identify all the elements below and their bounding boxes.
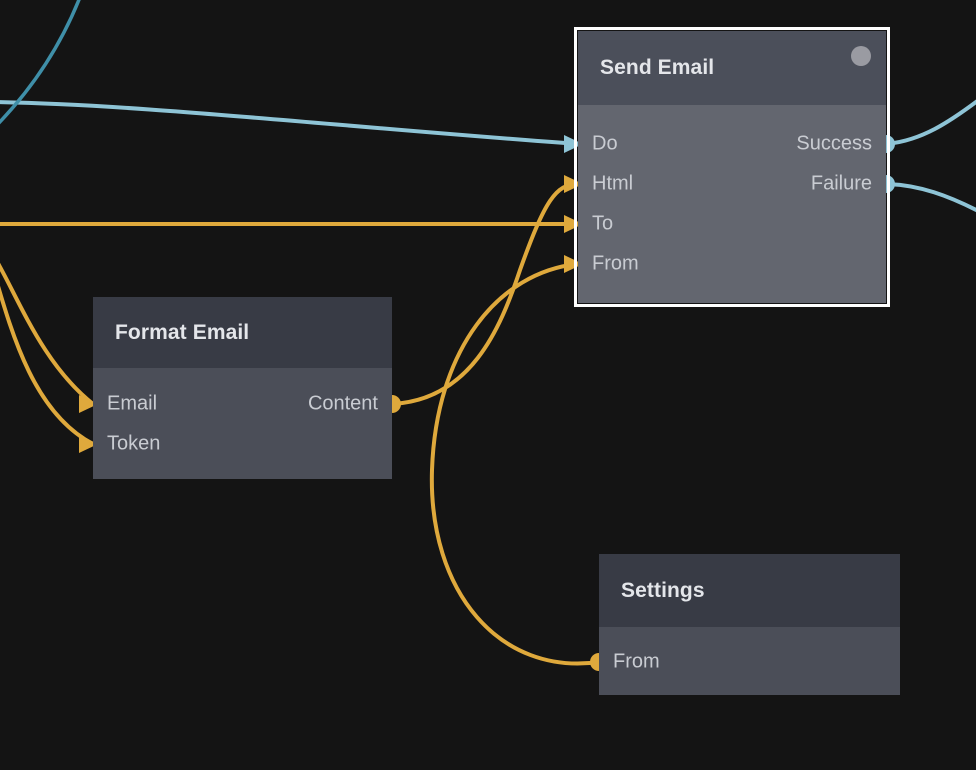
input-port-send-email-do[interactable]: Do — [592, 132, 618, 155]
output-port-send-email-success[interactable]: Success — [796, 132, 872, 155]
wire-offscreen-to-token[interactable] — [0, 252, 95, 446]
node-title-send-email: Send Email — [600, 56, 715, 79]
wire-content-to-html[interactable] — [390, 182, 580, 406]
node-body-settings: From — [599, 627, 900, 695]
wire-offscreen-steep-exec[interactable] — [0, 0, 82, 130]
node-title-settings: Settings — [621, 578, 705, 602]
output-port-format-email-content[interactable]: Content — [307, 392, 378, 415]
node-header-settings[interactable]: Settings — [599, 554, 900, 627]
input-port-send-email-from[interactable]: From — [592, 252, 639, 275]
wire-failure-to-offscreen[interactable] — [882, 182, 976, 214]
node-title-format-email: Format Email — [115, 320, 250, 344]
wire-offscreen-to-email[interactable] — [0, 246, 95, 406]
wire-offscreen-to-do[interactable] — [0, 100, 580, 146]
input-port-send-email-html[interactable]: Html — [592, 172, 634, 195]
input-port-format-email-email[interactable]: Email — [107, 392, 158, 415]
wire-success-to-offscreen[interactable] — [882, 96, 976, 146]
node-header-send-email[interactable]: Send Email — [578, 31, 886, 105]
selection-frame-send-email — [574, 27, 890, 307]
wire-settings-from-to-from[interactable] — [429, 262, 601, 666]
output-port-settings-from[interactable]: From — [613, 650, 660, 673]
status-dot-send-email[interactable] — [851, 46, 871, 66]
node-header-format-email[interactable]: Format Email — [93, 297, 392, 368]
output-port-send-email-failure[interactable]: Failure — [810, 172, 872, 195]
input-port-format-email-token[interactable]: Token — [107, 432, 161, 455]
input-port-send-email-to[interactable]: To — [592, 212, 614, 235]
